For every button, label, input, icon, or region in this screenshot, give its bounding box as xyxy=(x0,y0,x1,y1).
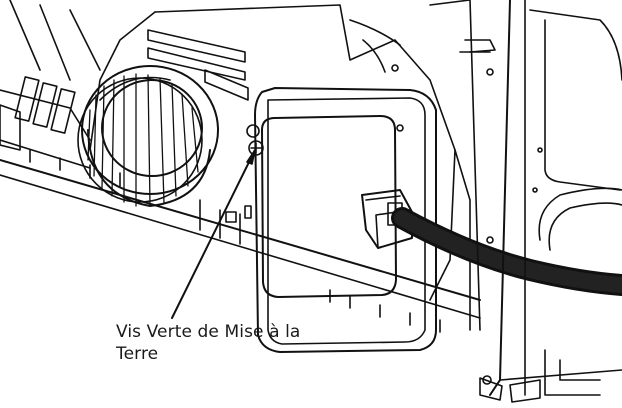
right-side-panel xyxy=(349,0,622,403)
exhaust-duct xyxy=(77,65,219,207)
ground-screw xyxy=(246,124,264,156)
access-cover-frame xyxy=(254,87,437,353)
upper-vents xyxy=(147,29,249,101)
power-cord xyxy=(391,207,622,296)
left-side-panel xyxy=(0,0,101,169)
bottom-rail xyxy=(0,149,481,333)
ground-screw-label-line-2: Terre xyxy=(116,344,159,364)
ground-screw-label-line-1: Vis Verte de Mise à la xyxy=(116,322,301,342)
terminal-block-cover xyxy=(261,115,397,298)
callout-leader-line xyxy=(171,149,256,319)
ground-screw-label: Vis Verte de Mise à la Terre xyxy=(116,321,346,365)
